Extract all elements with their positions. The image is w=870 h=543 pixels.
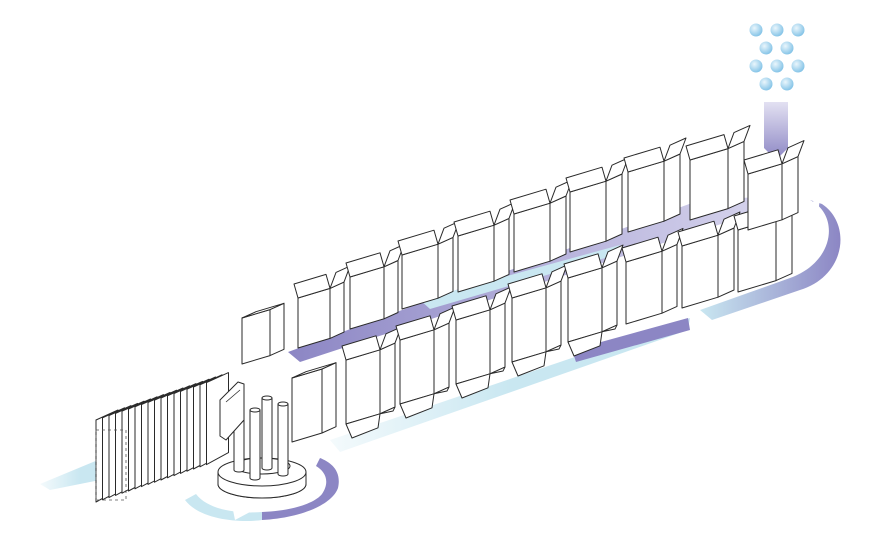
carton-icon — [345, 244, 405, 330]
carton-icon — [509, 179, 573, 273]
product-granules-icon — [749, 23, 805, 91]
carton-icon — [623, 137, 687, 233]
blank-stack-icon — [95, 372, 229, 503]
carton-icon — [621, 227, 684, 325]
carton-icon — [507, 264, 568, 377]
carton-icon — [291, 362, 337, 443]
right-turn-belt — [700, 200, 841, 320]
carton-icon — [397, 220, 460, 310]
turret-belt-right — [262, 458, 339, 520]
carton-icon — [341, 326, 402, 439]
forming-mandrel-wheel-icon — [217, 381, 307, 499]
right-belt-arrow — [806, 198, 820, 214]
carton-icon — [685, 124, 751, 221]
carton-icon — [743, 140, 805, 231]
carton-icon — [395, 306, 456, 419]
back-return-belt — [420, 245, 620, 309]
carton-icon — [733, 194, 799, 293]
turret-belt-left — [185, 494, 262, 521]
product-chute — [764, 102, 788, 160]
carton-icon — [293, 265, 351, 349]
turret-belt-arrow — [232, 505, 250, 520]
carton-icon — [677, 211, 741, 309]
carton-icon — [241, 302, 285, 365]
carton-icon — [563, 244, 624, 357]
carton-rows — [241, 124, 805, 443]
middle-row-belt — [572, 318, 690, 362]
carton-icon — [453, 201, 516, 293]
carton-icon — [451, 286, 512, 399]
carton-icon — [565, 157, 629, 253]
